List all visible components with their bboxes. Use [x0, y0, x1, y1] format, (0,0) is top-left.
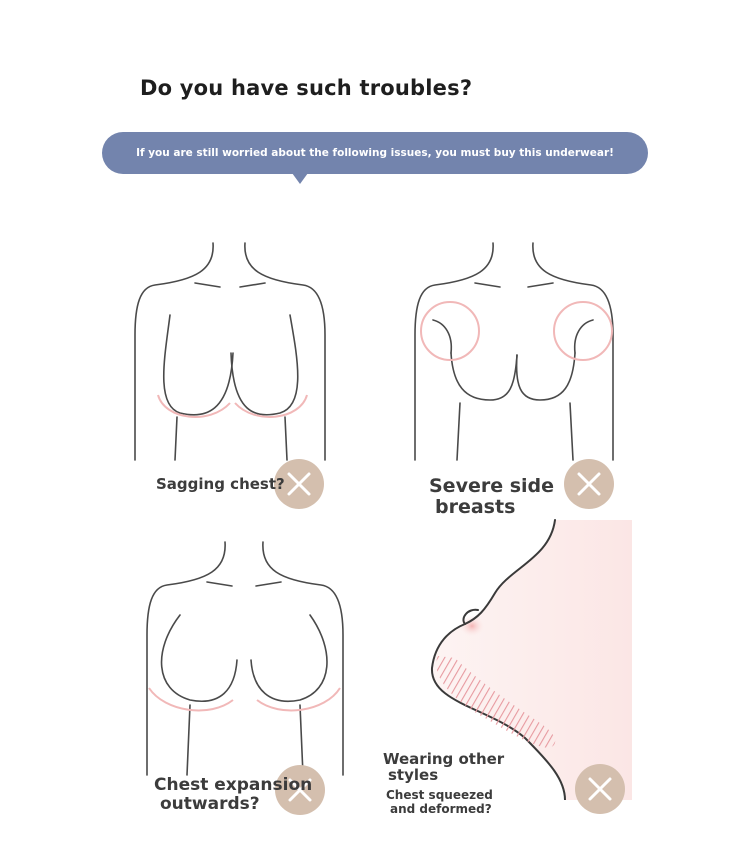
close-icon: [288, 778, 312, 802]
caption-sagging-chest: Sagging chest?: [156, 475, 285, 493]
caption-side-breasts: Severe side breasts: [429, 476, 554, 518]
reject-badge: [274, 459, 324, 509]
note-chest-squeezed: Chest squeezed and deformed?: [386, 788, 493, 816]
caption-line: breasts: [435, 496, 516, 518]
caption-wearing-other-styles: Wearing other styles: [383, 751, 504, 783]
note-line: and deformed?: [390, 802, 492, 816]
caption-line: Severe side: [429, 475, 555, 497]
caption-line: outwards?: [160, 794, 260, 814]
caption-line: styles: [388, 766, 439, 784]
illustration-side-profile: [430, 519, 632, 800]
page-title: Do you have such troubles?: [140, 76, 473, 100]
caption-line: Chest expansion: [154, 775, 313, 795]
caption-line: Wearing other: [383, 750, 505, 768]
close-icon: [577, 472, 601, 496]
speech-bubble-text: If you are still worried about the follo…: [136, 147, 614, 159]
reject-badge: [275, 765, 325, 815]
caption-line: Sagging chest?: [156, 475, 285, 493]
note-line: Chest squeezed: [386, 788, 493, 802]
illustration-sagging-chest: [134, 242, 326, 461]
reject-badge: [564, 459, 614, 509]
close-icon: [588, 777, 612, 801]
speech-bubble: If you are still worried about the follo…: [102, 132, 648, 184]
close-icon: [287, 472, 311, 496]
illustration-chest-expansion: [146, 541, 344, 776]
reject-badge: [575, 764, 625, 814]
caption-chest-expansion: Chest expansion outwards?: [154, 776, 312, 814]
illustration-side-breasts: [414, 242, 614, 461]
